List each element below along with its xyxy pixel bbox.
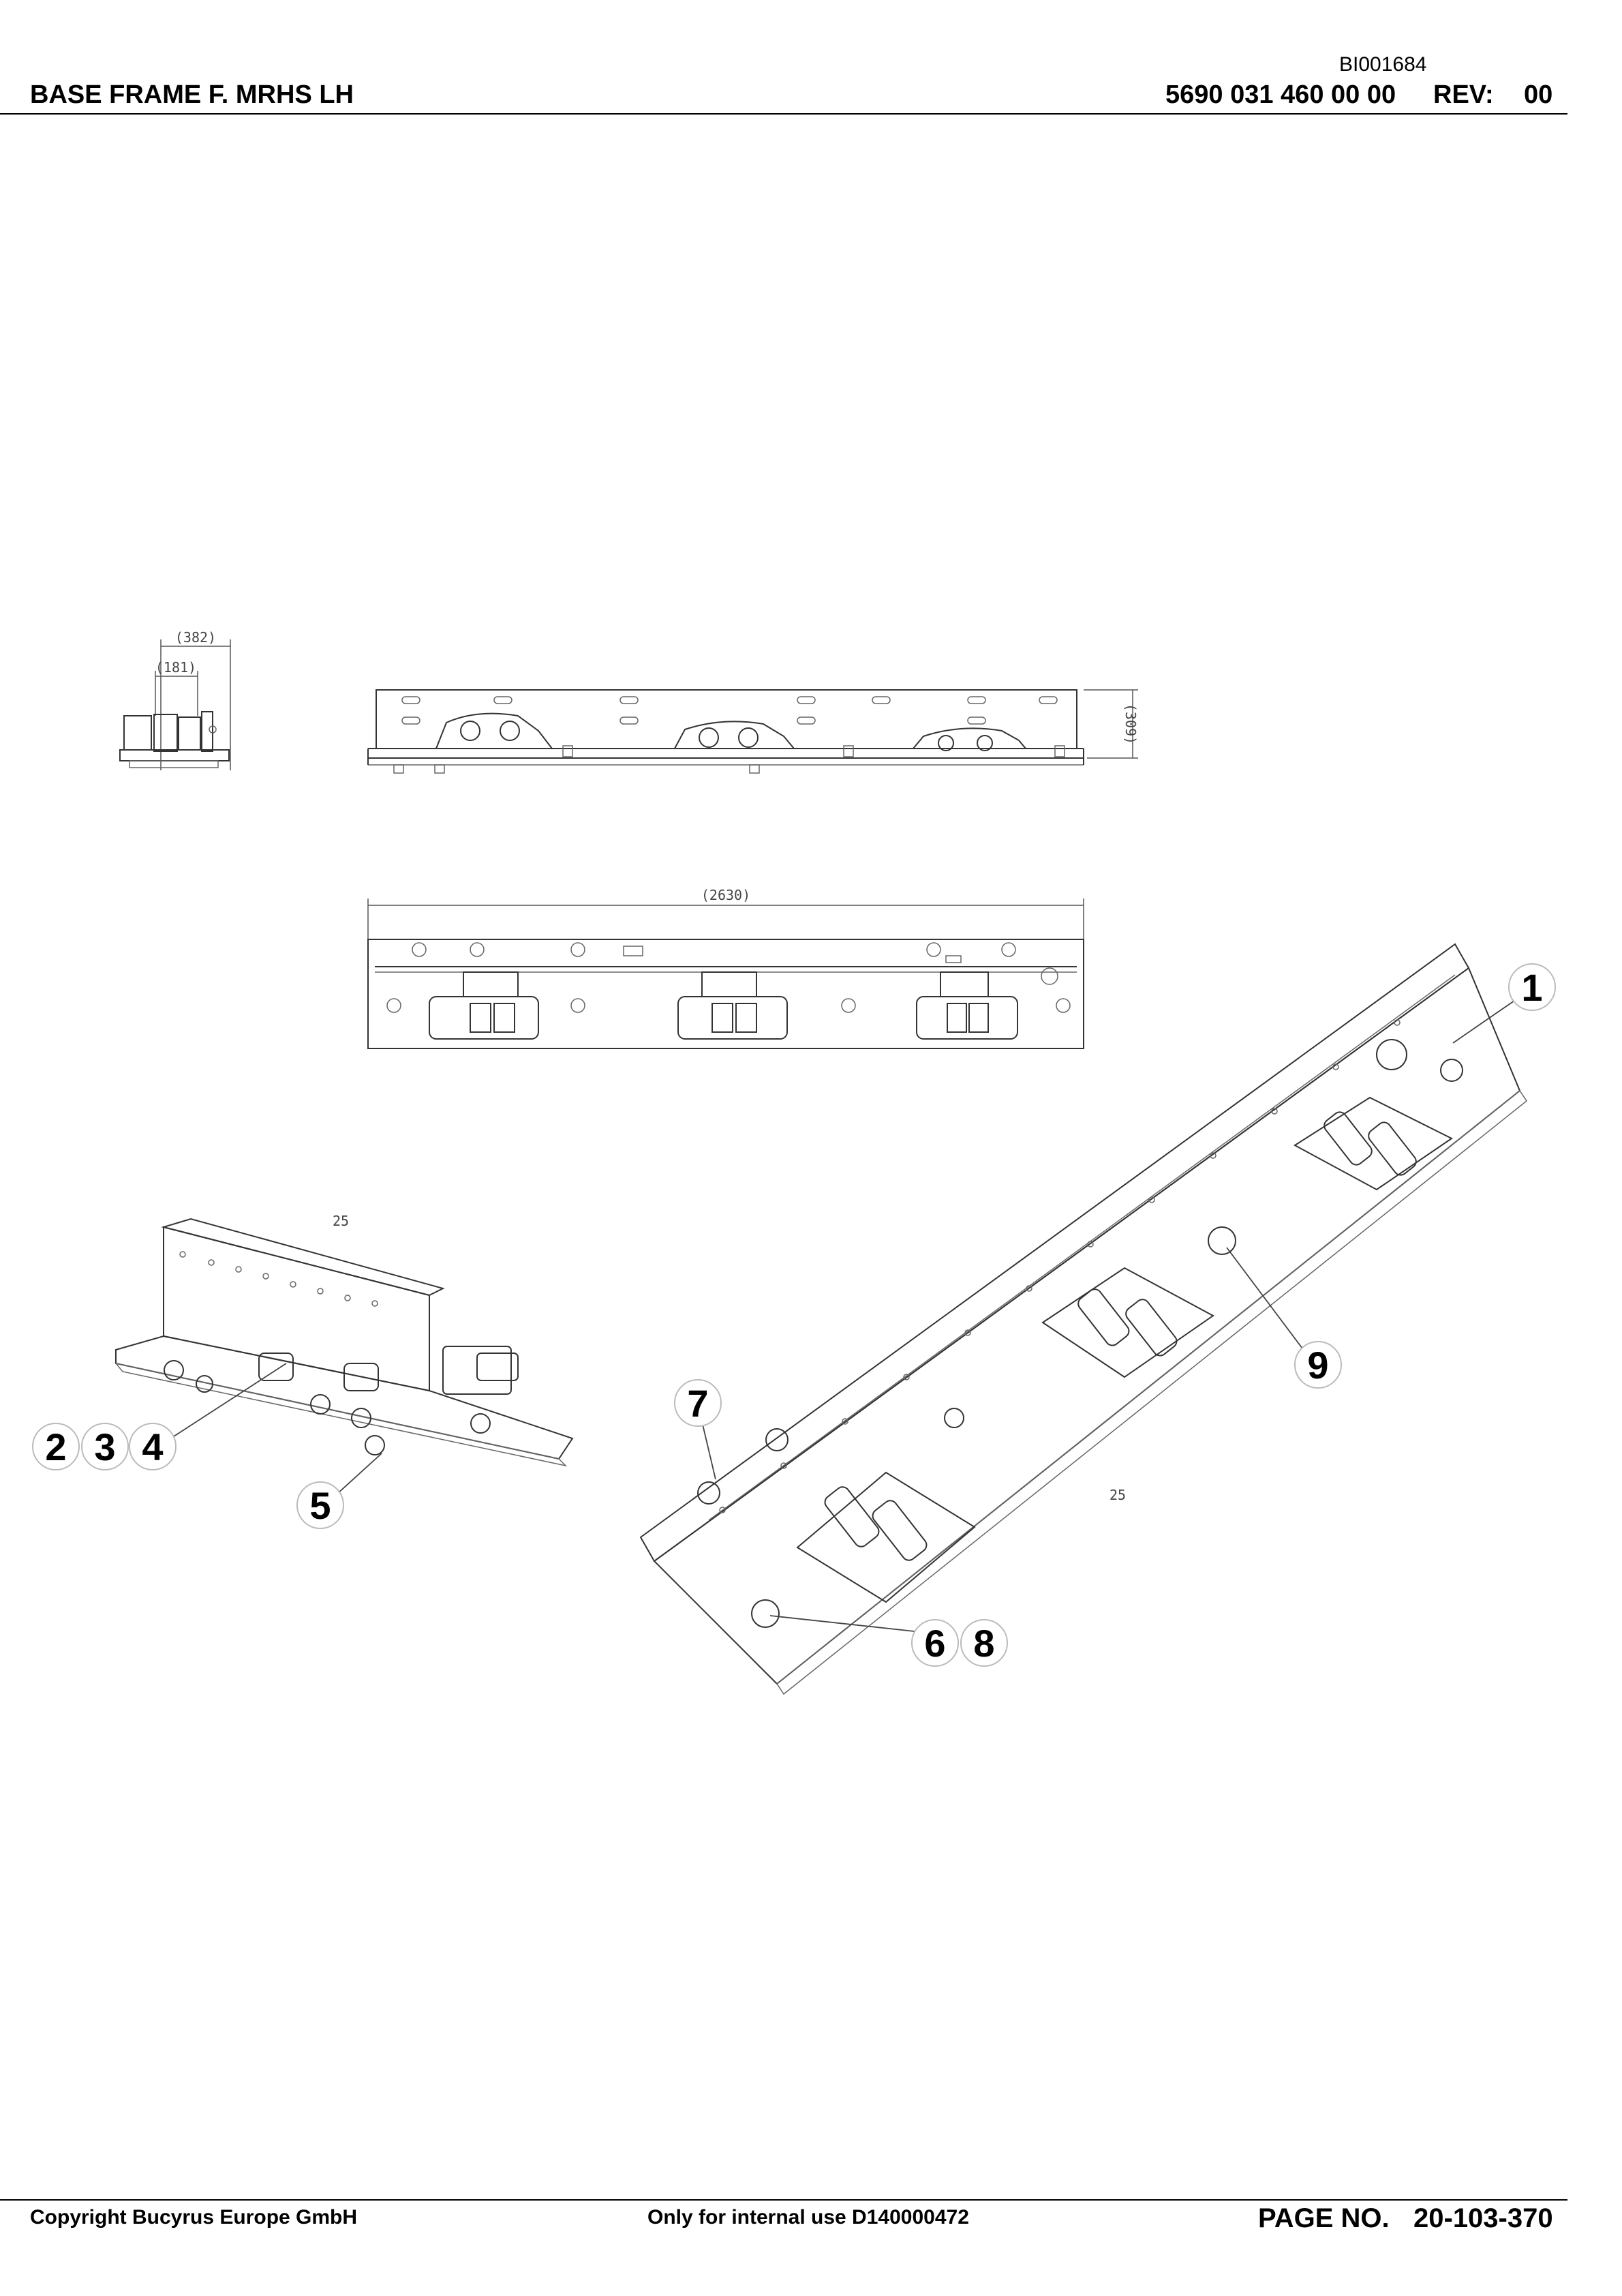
note-25-detail: 25	[333, 1213, 349, 1229]
callout-6: 6	[911, 1619, 959, 1667]
revision-label: REV:	[1433, 80, 1494, 109]
callout-4: 4	[129, 1423, 177, 1470]
side-view: (382) (181)	[119, 629, 231, 770]
callout-3-label: 3	[94, 1425, 115, 1468]
part-number: 5690 031 460 00 00	[1165, 80, 1396, 109]
plan-view: (2630)	[367, 887, 1084, 1049]
dim-height: (309)	[1122, 704, 1139, 744]
callout-9-label: 9	[1307, 1344, 1328, 1387]
internal-use-notice: Only for internal use D140000472	[647, 2206, 969, 2229]
callout-2: 2	[32, 1423, 80, 1470]
callout-1-label: 1	[1521, 966, 1542, 1009]
callout-9: 9	[1294, 1341, 1342, 1389]
revision-value: 00	[1524, 80, 1553, 109]
dim-width-inner: (181)	[155, 659, 196, 676]
callout-7: 7	[674, 1379, 722, 1427]
callout-7-label: 7	[687, 1382, 708, 1425]
callout-4-label: 4	[142, 1425, 163, 1468]
drawing-title: BASE FRAME F. MRHS LH	[30, 80, 354, 109]
main-isometric-view: 25	[639, 943, 1528, 1695]
page-number: 20-103-370	[1413, 2203, 1553, 2233]
footer-rule	[0, 2199, 1567, 2201]
header-rule	[0, 113, 1567, 115]
callout-3: 3	[81, 1423, 129, 1470]
callout-5: 5	[296, 1481, 344, 1529]
detail-isometric-view: 25	[114, 1213, 574, 1495]
copyright-text: Copyright Bucyrus Europe GmbH	[30, 2206, 358, 2229]
callout-2-label: 2	[45, 1425, 66, 1468]
callout-5-label: 5	[309, 1484, 331, 1527]
callout-6-label: 6	[924, 1622, 945, 1665]
document-id: BI001684	[1339, 53, 1427, 76]
callout-8-label: 8	[973, 1622, 994, 1665]
front-elevation: (309)	[367, 689, 1139, 774]
note-25-main: 25	[1110, 1487, 1126, 1503]
callout-8: 8	[960, 1619, 1008, 1667]
dim-length: (2630)	[701, 887, 750, 903]
page-label: PAGE NO.	[1258, 2203, 1390, 2233]
callout-1: 1	[1508, 963, 1556, 1011]
dim-width-outer: (382)	[175, 629, 216, 646]
